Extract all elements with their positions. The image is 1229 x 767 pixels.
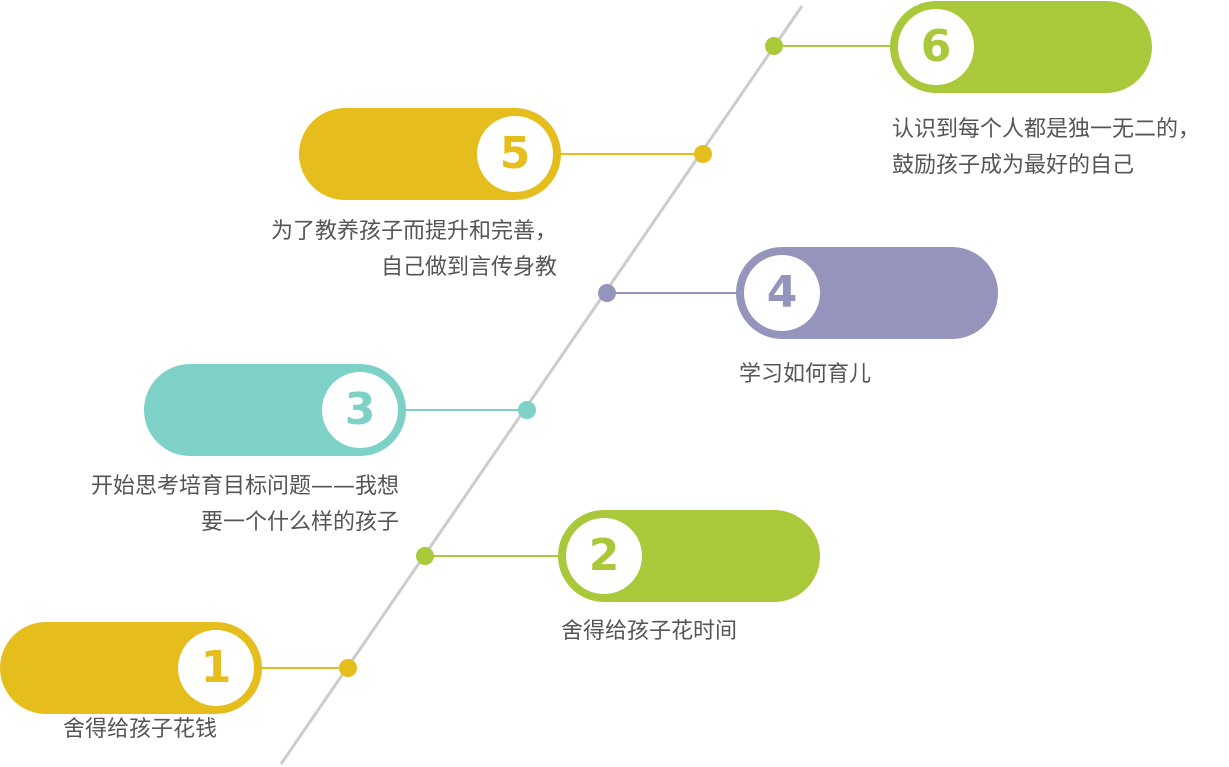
step-5-caption: 为了教养孩子而提升和完善， 自己做到言传身教 <box>271 214 557 286</box>
step-1-number: 1 <box>178 630 254 706</box>
step-6-caption: 认识到每个人都是独一无二的， 鼓励孩子成为最好的自己 <box>892 112 1200 184</box>
step-5-number: 5 <box>477 116 553 192</box>
step-2-caption-line-1: 舍得给孩子花时间 <box>561 619 738 644</box>
timeline-dot-6 <box>765 37 783 55</box>
step-6-number: 6 <box>898 9 974 85</box>
step-5-pill: 5 <box>299 108 561 200</box>
step-3-number: 3 <box>322 372 398 448</box>
step-4-caption: 学习如何育儿 <box>739 357 871 393</box>
timeline-dot-1 <box>339 659 357 677</box>
step-3-caption: 开始思考培育目标问题——我想 要一个什么样的孩子 <box>91 469 399 541</box>
step-4-number: 4 <box>744 255 820 331</box>
step-2-number: 2 <box>566 518 642 594</box>
timeline-dot-5 <box>694 145 712 163</box>
step-5-caption-line-1: 为了教养孩子而提升和完善， <box>270 219 557 244</box>
step-2-caption: 舍得给孩子花时间 <box>561 614 737 650</box>
step-6-pill: 6 <box>890 1 1152 93</box>
step-2-pill: 2 <box>558 510 820 602</box>
step-6-caption-line-1: 认识到每个人都是独一无二的， <box>892 117 1201 142</box>
step-3-pill: 3 <box>144 364 406 456</box>
step-1-pill: 1 <box>0 622 262 714</box>
step-1-caption: 舍得给孩子花钱 <box>63 712 217 748</box>
step-4-pill: 4 <box>736 247 998 339</box>
step-3-caption-line-2: 要一个什么样的孩子 <box>200 510 399 535</box>
step-3-caption-line-1: 开始思考培育目标问题——我想 <box>90 474 399 499</box>
timeline-dot-2 <box>416 547 434 565</box>
timeline-axis <box>279 5 804 765</box>
step-5-caption-line-2: 自己做到言传身教 <box>380 255 557 280</box>
timeline-dot-3 <box>518 401 536 419</box>
timeline-dot-4 <box>598 284 616 302</box>
step-4-caption-line-1: 学习如何育儿 <box>739 362 872 387</box>
step-1-caption-line-1: 舍得给孩子花钱 <box>63 717 218 742</box>
step-6-caption-line-2: 鼓励孩子成为最好的自己 <box>892 153 1135 178</box>
